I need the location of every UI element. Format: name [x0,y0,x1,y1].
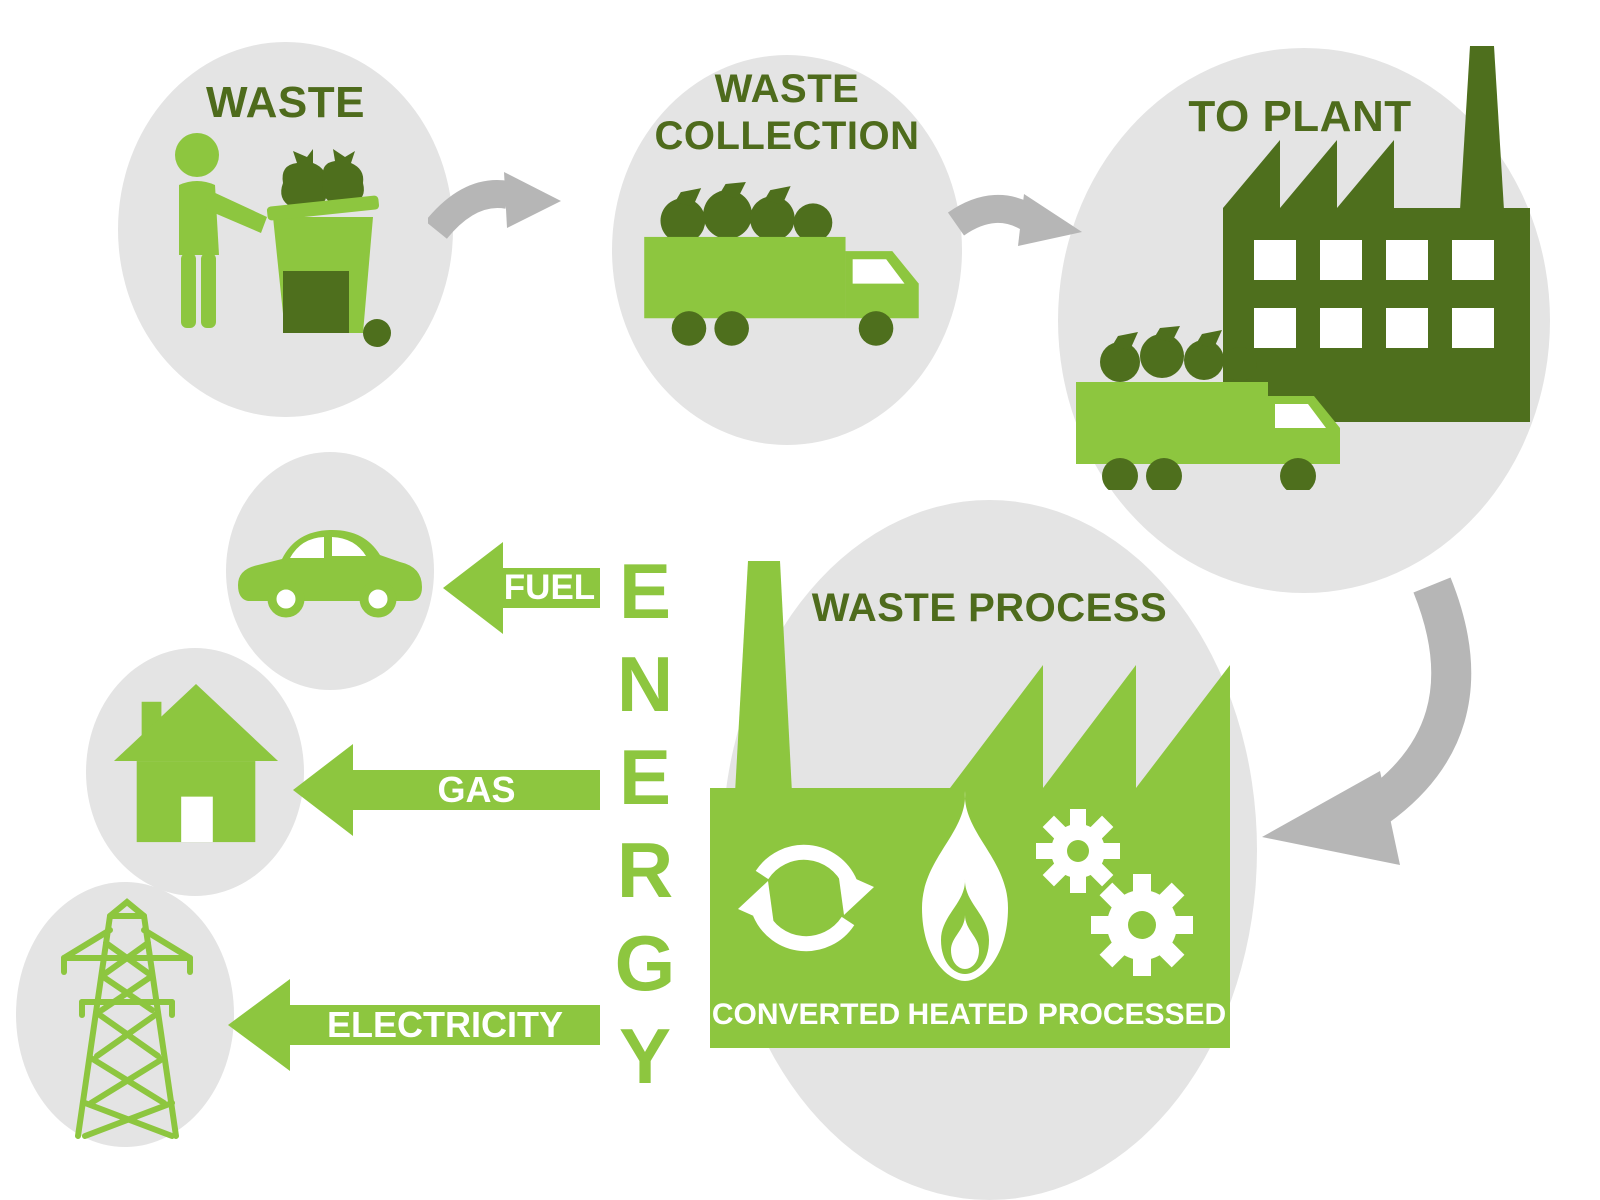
step-converted-label: CONVERTED [711,998,901,1031]
energy-letter: Y [618,1012,672,1100]
trash-bags-icon [281,149,364,207]
energy-vertical-label: E N E R G Y [600,545,690,1103]
energy-letter: E [618,547,672,635]
energy-letter: N [616,640,674,728]
electricity-arrow-label: ELECTRICITY [326,1004,563,1045]
left-arrow-icon [293,744,600,836]
factory-with-truck-icon [1076,46,1530,490]
gas-arrow: GAS [293,742,600,838]
waste-stage-label: WASTE [206,78,365,127]
flow-arrow-collection-to-plant-icon [948,194,1082,246]
fuel-arrow: FUEL [443,540,600,636]
electricity-arrow: ELECTRICITY [228,975,600,1075]
truck-wheels-icon [671,311,894,346]
trash-bags-icon [660,182,833,244]
step-processed-label: PROCESSED [1037,998,1227,1031]
flame-icon [922,791,1008,981]
flow-arrow-waste-to-collection-icon [428,172,561,240]
step-heated-label: HEATED [907,998,1029,1031]
factory-windows-icon [1254,240,1494,348]
gas-arrow-label: GAS [437,769,516,810]
energy-letter: E [618,733,672,821]
garbage-truck-icon [644,182,919,346]
waste-collection-stage-label: WASTE COLLECTION [612,66,962,160]
waste-collection-label-line1: WASTE [714,67,860,111]
energy-letter: R [616,826,674,914]
pylon-bubble [16,882,234,1147]
left-arrow-icon [228,979,600,1071]
car-icon [238,529,422,618]
power-pylon-icon [61,898,193,1139]
person-with-trash-bin-icon [175,133,391,347]
waste-collection-label-line2: COLLECTION [654,114,920,159]
waste-process-stage-label: WASTE PROCESS [811,586,1168,630]
waste-process-factory-icon [710,561,1230,1048]
left-arrow-icon [443,542,600,634]
gears-icon [1036,809,1193,976]
house-icon [113,683,279,843]
factory-building-icon [1223,46,1530,422]
to-plant-stage-label: TO PLANT [1188,92,1412,141]
fuel-arrow-label: FUEL [503,568,596,607]
recycle-arrows-icon [738,844,874,952]
garbage-truck-icon [1076,326,1340,490]
flow-arrow-plant-to-process-icon [1262,577,1472,865]
energy-letter: G [614,919,676,1007]
